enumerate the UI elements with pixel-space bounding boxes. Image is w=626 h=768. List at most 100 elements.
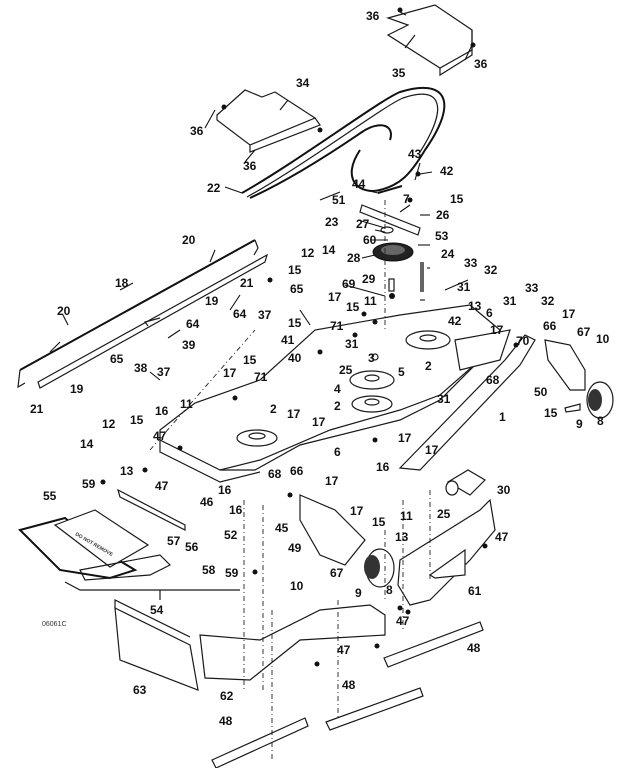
mower-deck xyxy=(159,304,501,483)
callout-67: 67 xyxy=(330,566,344,580)
callout-71: 71 xyxy=(254,370,268,384)
callout-17: 17 xyxy=(562,307,576,321)
callout-12: 12 xyxy=(102,417,116,431)
callout-32: 32 xyxy=(484,263,498,277)
callout-33: 33 xyxy=(464,256,478,270)
callout-36: 36 xyxy=(366,9,380,23)
callout-38: 38 xyxy=(134,361,148,375)
callout-24: 24 xyxy=(441,247,455,261)
callout-17: 17 xyxy=(425,443,439,457)
callout-15: 15 xyxy=(372,515,386,529)
gauge-wheel-left xyxy=(299,494,395,588)
discharge-chute: DO NOT REMOVE xyxy=(18,488,240,600)
callout-17: 17 xyxy=(312,415,326,429)
callout-11: 11 xyxy=(400,509,413,523)
callout-63: 63 xyxy=(133,683,147,697)
callout-30: 30 xyxy=(497,483,511,497)
callout-2: 2 xyxy=(425,359,432,373)
leader-lines xyxy=(49,11,473,381)
belt-cover-right xyxy=(385,4,473,77)
callout-10: 10 xyxy=(596,332,610,346)
callout-50: 50 xyxy=(534,385,548,399)
callout-52: 52 xyxy=(224,528,238,542)
callout-4: 4 xyxy=(334,382,341,396)
callout-42: 42 xyxy=(448,314,462,328)
callout-66: 66 xyxy=(290,464,304,478)
callout-44: 44 xyxy=(352,177,366,191)
callout-31: 31 xyxy=(503,294,517,308)
callout-65: 65 xyxy=(290,282,304,296)
callout-47: 47 xyxy=(337,643,351,657)
callout-26: 26 xyxy=(436,208,450,222)
callout-23: 23 xyxy=(325,215,339,229)
callout-25: 25 xyxy=(437,507,451,521)
callout-42: 42 xyxy=(440,164,454,178)
callout-17: 17 xyxy=(328,290,342,304)
callout-36: 36 xyxy=(190,124,204,138)
callout-54: 54 xyxy=(150,603,164,617)
callout-35: 35 xyxy=(392,66,406,80)
callout-21: 21 xyxy=(30,402,44,416)
callout-8: 8 xyxy=(597,414,604,428)
callout-53: 53 xyxy=(435,229,449,243)
callout-43: 43 xyxy=(408,147,422,161)
callout-18: 18 xyxy=(115,276,129,290)
callout-66: 66 xyxy=(543,319,557,333)
callout-59: 59 xyxy=(225,566,239,580)
gauge-wheel-right xyxy=(544,339,614,419)
callout-48: 48 xyxy=(342,678,356,692)
callout-16: 16 xyxy=(376,460,390,474)
callout-21: 21 xyxy=(240,276,254,290)
belt-cover-left xyxy=(216,89,321,153)
callout-13: 13 xyxy=(120,464,134,478)
callouts: 36 35 36 34 36 36 22 43 42 44 51 7 15 23… xyxy=(30,9,610,728)
callout-47: 47 xyxy=(155,479,169,493)
callout-13: 13 xyxy=(395,530,409,544)
callout-20: 20 xyxy=(182,233,196,247)
side-rail xyxy=(17,239,268,389)
callout-16: 16 xyxy=(155,404,169,418)
callout-40: 40 xyxy=(288,351,302,365)
callout-31: 31 xyxy=(437,392,451,406)
callout-14: 14 xyxy=(80,437,94,451)
deflector xyxy=(114,599,199,691)
callout-27: 27 xyxy=(356,217,370,231)
callout-16: 16 xyxy=(218,483,232,497)
callout-15: 15 xyxy=(450,192,464,206)
roller xyxy=(445,469,486,496)
callout-2: 2 xyxy=(270,402,277,416)
callout-17: 17 xyxy=(325,474,339,488)
callout-19: 19 xyxy=(205,294,219,308)
callout-48: 48 xyxy=(467,641,481,655)
callout-61: 61 xyxy=(468,584,482,598)
callout-2: 2 xyxy=(334,399,341,413)
callout-15: 15 xyxy=(288,316,302,330)
callout-6: 6 xyxy=(486,306,493,320)
callout-60: 60 xyxy=(363,233,377,247)
front-rail xyxy=(398,329,536,471)
callout-67: 67 xyxy=(577,325,591,339)
callout-31: 31 xyxy=(345,337,359,351)
callout-51: 51 xyxy=(332,193,346,207)
callout-17: 17 xyxy=(287,407,301,421)
callout-17: 17 xyxy=(398,431,412,445)
callout-62: 62 xyxy=(220,689,234,703)
drawing-code: 06061C xyxy=(42,621,67,628)
callout-9: 9 xyxy=(576,417,583,431)
callout-1: 1 xyxy=(499,410,506,424)
callout-46: 46 xyxy=(200,495,214,509)
callout-69: 69 xyxy=(342,277,356,291)
callout-19: 19 xyxy=(70,382,84,396)
callout-22: 22 xyxy=(207,181,221,195)
callout-31: 31 xyxy=(457,280,471,294)
callout-10: 10 xyxy=(290,579,304,593)
callout-7: 7 xyxy=(403,192,410,206)
callout-64: 64 xyxy=(233,307,247,321)
callout-15: 15 xyxy=(346,300,360,314)
callout-15: 15 xyxy=(288,263,302,277)
callout-48: 48 xyxy=(219,714,233,728)
callout-15: 15 xyxy=(544,406,558,420)
callout-47: 47 xyxy=(153,429,167,443)
